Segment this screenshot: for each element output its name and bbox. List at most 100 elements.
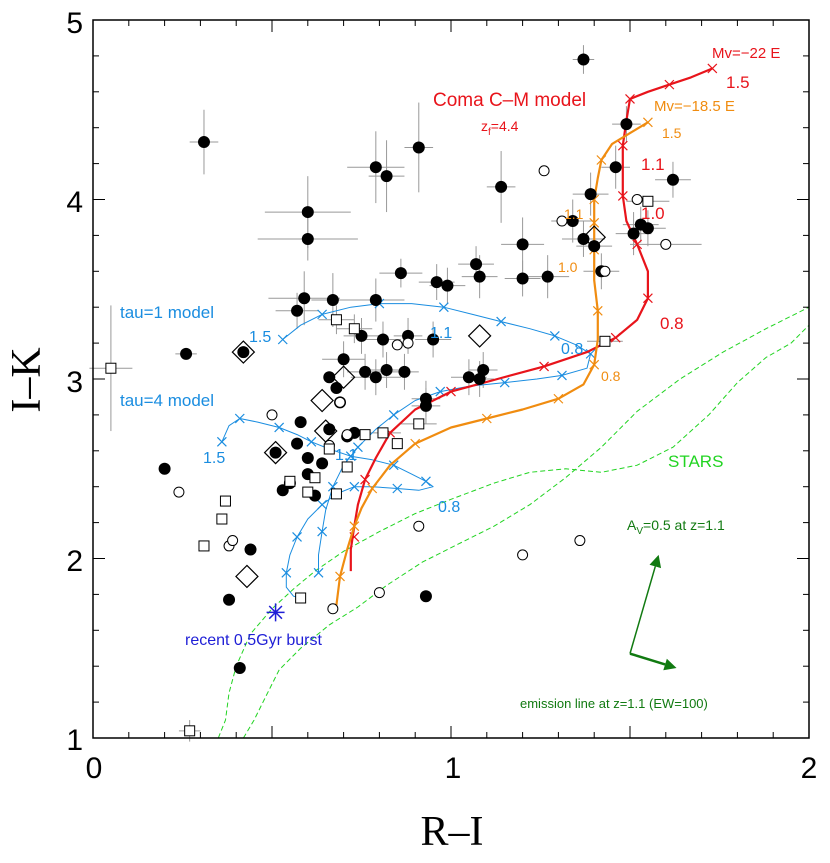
- mv22-track-age-mark: [632, 239, 643, 250]
- filled-circle-point: [380, 170, 393, 183]
- x-tick-label-2: 2: [801, 752, 818, 785]
- tau4-track-age-mark: [392, 483, 403, 494]
- open-circle-point: [173, 486, 185, 498]
- mv22-track-age-mark: [707, 63, 718, 74]
- open-diamond-point: [235, 564, 259, 589]
- filled-circle-point: [233, 661, 246, 674]
- filled-circle-point: [316, 457, 329, 470]
- open-diamond-point: [263, 440, 288, 465]
- tau4-track-age-mark: [281, 567, 292, 578]
- filled-circle-point: [666, 173, 679, 186]
- tau1-track-age-mark: [313, 567, 324, 578]
- mv185-track-age-mark: [335, 571, 345, 582]
- orange-age-08: 0.8: [601, 368, 621, 384]
- open-diamond-point: [313, 419, 338, 443]
- filled-circle-point: [473, 270, 486, 283]
- mv22-track-age-mark: [625, 94, 635, 104]
- x-tick-label-1: 1: [445, 752, 462, 785]
- mv185-track-age-mark: [349, 521, 360, 532]
- filled-circle-point: [380, 364, 393, 377]
- filled-circle-point: [419, 399, 432, 412]
- filled-circle-point: [541, 270, 554, 283]
- filled-circle-point: [330, 381, 343, 394]
- filled-circle-point: [291, 437, 304, 450]
- open-circle-point: [373, 587, 385, 599]
- tau1-age-15: 1.5: [249, 329, 271, 346]
- mv22-track-age-mark: [617, 140, 628, 151]
- filled-circle-point: [566, 215, 579, 228]
- filled-circle-point: [301, 451, 314, 464]
- filled-circle-point: [158, 462, 171, 475]
- mv185-track-age-mark: [367, 483, 378, 494]
- filled-circle-point: [516, 272, 529, 285]
- zf-z: z: [481, 118, 488, 134]
- emission-arrow-head: [663, 658, 677, 671]
- filled-circle-point: [430, 276, 443, 289]
- open-square-point: [302, 486, 314, 498]
- open-square-point: [359, 429, 371, 441]
- filled-circle-point: [584, 188, 597, 201]
- model-tracks: [216, 63, 718, 606]
- open-square-point: [184, 725, 196, 737]
- filled-circle-point: [419, 590, 432, 603]
- tau4-track-age-mark: [292, 532, 302, 542]
- filled-circle-point: [337, 353, 350, 366]
- filled-circle-point: [441, 279, 454, 292]
- zf-sub: f: [488, 127, 491, 138]
- extinction-arrow-head: [649, 554, 662, 569]
- burst-label: recent 0.5Gyr burst: [185, 632, 323, 649]
- mv22-track-age-mark: [642, 293, 653, 304]
- y-tick-label-2: 2: [66, 545, 83, 578]
- open-diamond-point: [467, 324, 492, 348]
- tau1-track-age-mark: [317, 526, 328, 537]
- open-square-point: [642, 195, 654, 207]
- filled-circle-point: [609, 161, 622, 174]
- mv185-track-age-mark: [553, 393, 564, 404]
- y-tick-label-3: 3: [66, 366, 83, 399]
- open-circle-point: [556, 215, 568, 227]
- filled-circle-point: [180, 347, 193, 360]
- open-circle-point: [538, 165, 550, 177]
- coma-model-label: Coma C–M model: [433, 90, 586, 111]
- open-circle-point: [599, 265, 611, 277]
- data-points: [105, 53, 679, 737]
- open-square-point: [377, 427, 389, 439]
- open-circle-point: [334, 396, 346, 408]
- filled-circle-point: [620, 118, 633, 131]
- open-diamond-point: [231, 340, 256, 364]
- open-square-point: [341, 461, 353, 473]
- filled-circle-point: [197, 136, 210, 149]
- filled-circle-point: [323, 371, 336, 384]
- filled-circle-point: [398, 365, 411, 378]
- tau4-label: tau=4 model: [120, 391, 214, 410]
- tau4-track-age-mark: [421, 476, 431, 487]
- open-circle-point: [402, 337, 414, 349]
- filled-circle-point: [627, 227, 640, 240]
- stars-lower-bound: [217, 324, 810, 739]
- tau1-track-age-mark: [277, 334, 288, 345]
- mv185-track-age-mark: [481, 413, 492, 424]
- mv185-track-age-mark: [410, 438, 421, 449]
- tau4-track-age-mark: [306, 436, 317, 447]
- mv22-track-age-mark: [360, 474, 371, 485]
- filled-circle-point: [244, 543, 257, 556]
- filled-circle-point: [577, 53, 590, 66]
- tau4-track-age-mark: [274, 422, 285, 433]
- filled-circle-point: [369, 294, 382, 307]
- tau1-track-age-mark: [557, 370, 567, 381]
- mv22-track-age-mark: [664, 79, 675, 90]
- emission-arrow-shaft: [629, 652, 666, 666]
- open-square-point: [599, 335, 611, 347]
- axis-ticks: [92, 19, 810, 739]
- filled-circle-point: [588, 240, 601, 253]
- av-rest: =0.5 at z=1.1: [643, 517, 725, 533]
- mv22-track-age-mark: [610, 332, 621, 343]
- stars-upper-bound: [242, 306, 810, 739]
- open-square-point: [330, 314, 342, 326]
- mv185-track-age-mark: [642, 117, 653, 128]
- zf-label: zf=4.4: [481, 118, 519, 138]
- open-square-point: [348, 323, 360, 335]
- tau4-track-age-mark: [317, 499, 328, 510]
- open-diamond-point: [331, 365, 356, 390]
- open-square-point: [413, 418, 425, 430]
